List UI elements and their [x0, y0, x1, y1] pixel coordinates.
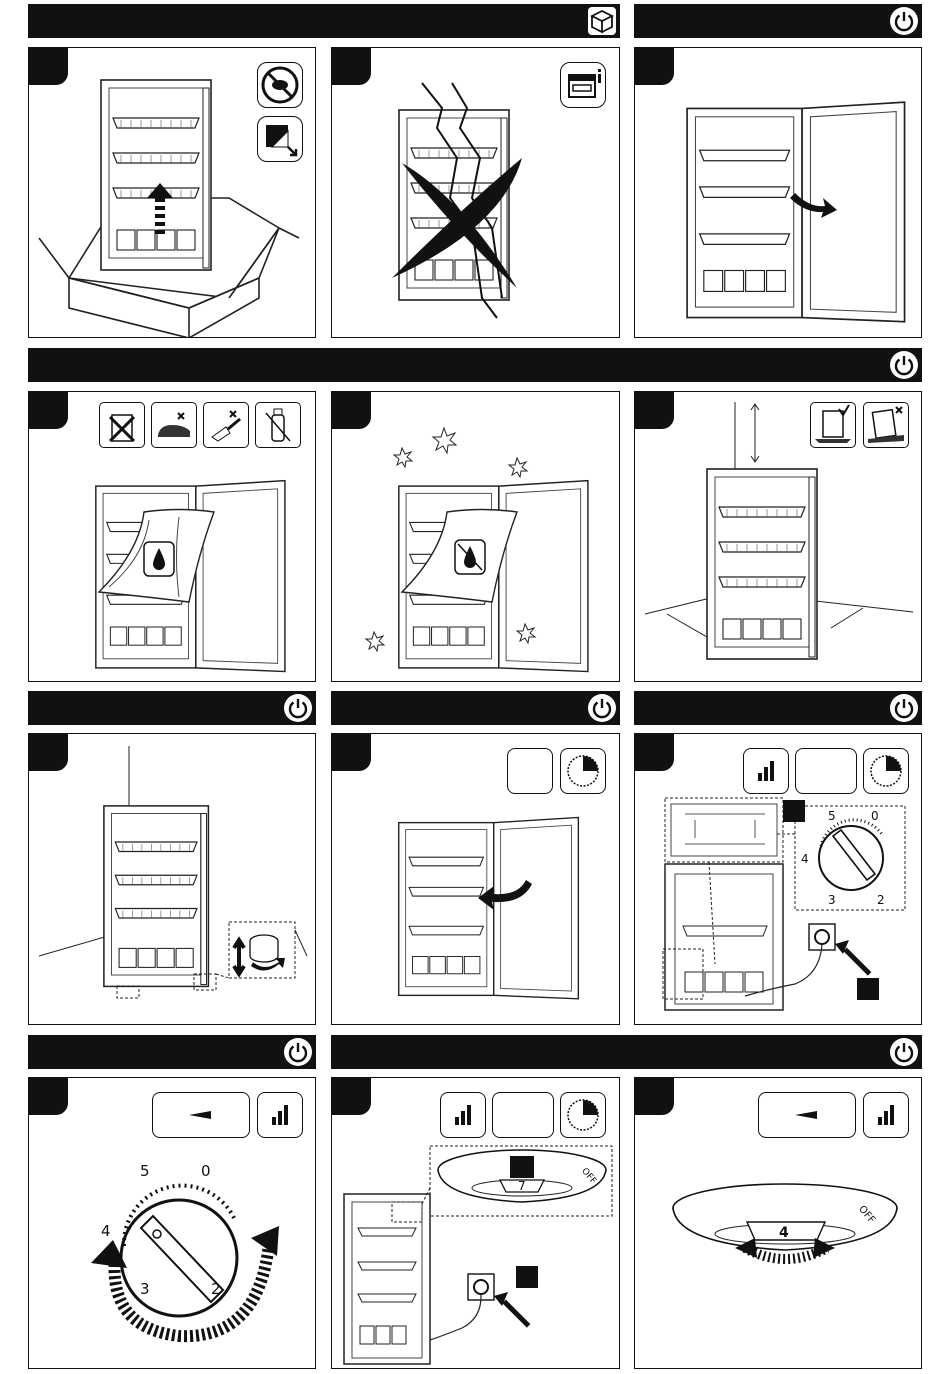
dial-number-5: 5 [140, 1162, 150, 1180]
header-bar-power-1 [634, 4, 922, 38]
dial-number-3: 3 [140, 1280, 150, 1298]
timer-icon [863, 748, 909, 794]
dial-number-4: 4 [801, 852, 809, 866]
panel-dial-large: 5 0 4 3 2 [28, 1077, 316, 1369]
panel-close-door [331, 733, 620, 1025]
signal-bars-icon [743, 748, 789, 794]
info-icon [560, 62, 606, 108]
blank-display-icon [507, 748, 553, 794]
header-bar-power-3a [28, 691, 316, 725]
box-icon [588, 7, 616, 35]
dial-number-2: 2 [877, 893, 885, 907]
setting-7-label: 7 [518, 1179, 526, 1193]
header-bar-power-3b [331, 691, 620, 725]
thermostat-dial-illustration: 5 0 4 3 2 [29, 1078, 316, 1369]
power-icon [284, 1038, 312, 1066]
no-detergent-icon [99, 402, 145, 448]
dry-interior-illustration [332, 392, 620, 682]
dial-number-0: 0 [201, 1162, 211, 1180]
level-bad-icon [863, 402, 909, 448]
power-icon [284, 694, 312, 722]
dial-number-5: 5 [828, 809, 836, 823]
no-scraper-icon [203, 402, 249, 448]
panel-lamp-setting-4: 4 OFF [634, 1077, 922, 1369]
adjust-feet-illustration [29, 734, 316, 1025]
dial-number-4: 4 [101, 1222, 111, 1240]
level-ok-icon [810, 402, 856, 448]
dial-number-0: 0 [871, 809, 879, 823]
header-bar-unpacking [28, 4, 620, 38]
header-bar-power-2 [28, 348, 922, 382]
open-door-illustration [635, 48, 922, 338]
power-icon [890, 1038, 918, 1066]
no-scrubber-icon [151, 402, 197, 448]
panel-placement [634, 391, 922, 682]
dial-number-2: 2 [211, 1280, 221, 1298]
setting-4-label: 4 [779, 1225, 789, 1241]
no-spray-icon [255, 402, 301, 448]
lamp-thermostat-illustration: 7 OFF [332, 1078, 620, 1369]
header-bar-power-4a [28, 1035, 316, 1069]
remove-tape-icon [257, 116, 303, 162]
dial-number-3: 3 [828, 893, 836, 907]
panel-clean-interior [28, 391, 316, 682]
panel-unpack-lift [28, 47, 316, 338]
no-tilt-icon [257, 62, 303, 108]
lamp-setting-illustration: 4 OFF [635, 1078, 922, 1369]
power-icon [890, 7, 918, 35]
header-bar-power-4b [331, 1035, 922, 1069]
panel-no-damage [331, 47, 620, 338]
power-icon [890, 694, 918, 722]
panel-set-thermostat: 5 0 4 3 2 [634, 733, 922, 1025]
header-bar-power-3c [634, 691, 922, 725]
panel-open-door [634, 47, 922, 338]
timer-icon [560, 748, 606, 794]
power-icon [588, 694, 616, 722]
power-icon [890, 351, 918, 379]
panel-dry-interior [331, 391, 620, 682]
blank-display-icon [795, 748, 857, 794]
panel-lamp-thermostat: 7 OFF [331, 1077, 620, 1369]
panel-adjust-feet [28, 733, 316, 1025]
